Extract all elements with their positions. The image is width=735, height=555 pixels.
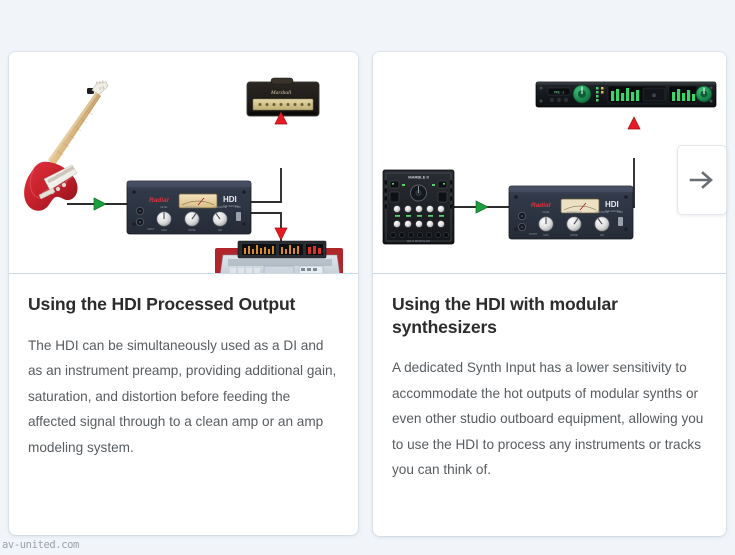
svg-text:DRIVE: DRIVE [570, 234, 578, 237]
guitar-amp-head-icon: Marshall [246, 77, 320, 117]
green-arrow-marker [93, 197, 107, 211]
card-description: The HDI can be simultaneously used as a … [28, 337, 337, 455]
card-title: Using the HDI with modular synthesizers [392, 294, 618, 337]
svg-text:PRESENCE: PRESENCE [213, 206, 227, 209]
svg-text:ES-9 MODULAR: ES-9 MODULAR [407, 239, 430, 243]
svg-text:GAIN: GAIN [543, 234, 549, 237]
svg-text:GAIN: GAIN [161, 229, 167, 232]
hdi-preamp-icon: Radial HDI high definition [126, 180, 252, 235]
svg-text:Radial: Radial [531, 202, 551, 209]
svg-text:LEVEL: LEVEL [542, 211, 550, 214]
svg-text:SATURATION: SATURATION [566, 211, 581, 214]
digital-mixing-console-icon [215, 240, 343, 273]
electric-guitar-icon [24, 80, 109, 211]
arrow-right-icon [689, 171, 713, 189]
carousel-next-button[interactable] [677, 145, 727, 215]
modular-synthesizer-icon: MARBLE II [382, 169, 455, 245]
signal-flow-diagram: MARBLE II [382, 81, 717, 245]
svg-text:HDI: HDI [605, 200, 619, 209]
svg-text:AIR: AIR [600, 234, 604, 237]
svg-text:Marshall: Marshall [270, 90, 292, 96]
svg-text:PRESENCE: PRESENCE [595, 211, 609, 214]
svg-text:PWR: PWR [617, 211, 623, 214]
svg-text:PRE-1: PRE-1 [554, 90, 564, 94]
control-knobs [156, 211, 228, 227]
card-description: A dedicated Synth Input has a lower sens… [392, 360, 704, 477]
synth-knob-row-2 [393, 220, 445, 228]
card-text-block: Using the HDI Processed Output The HDI c… [9, 273, 358, 535]
red-arrow-up-marker [274, 111, 288, 125]
led-meter-right [672, 89, 696, 101]
svg-text:INPUT: INPUT [147, 228, 155, 231]
card-diagram-modular-setup: MARBLE II [373, 52, 726, 274]
svg-text:LEVEL: LEVEL [160, 206, 168, 209]
card-text-block: Using the HDI with modular synthesizers … [373, 273, 726, 536]
svg-text:high definition: high definition [605, 209, 622, 213]
svg-text:DRIVE: DRIVE [188, 229, 196, 232]
svg-text:SYNTH: SYNTH [529, 233, 537, 236]
console-controls [228, 259, 332, 273]
application-card[interactable]: Marshall Radial HDI [9, 52, 358, 535]
svg-text:AIR: AIR [218, 229, 222, 232]
site-watermark: av-united.com [2, 539, 79, 551]
svg-text:SATURATION: SATURATION [184, 206, 199, 209]
svg-text:PWR: PWR [235, 206, 241, 209]
synth-knob-row-1 [393, 205, 445, 213]
svg-text:high definition: high definition [223, 204, 240, 208]
card-diagram-guitar-setup: Marshall Radial HDI [9, 52, 358, 274]
svg-text:HDI: HDI [223, 195, 237, 204]
led-meter-left [611, 88, 640, 101]
hdi-preamp-icon: Radial HDI high definition [508, 185, 634, 240]
red-arrow-down-marker [274, 227, 288, 241]
application-card[interactable]: MARBLE II [373, 52, 726, 536]
svg-text:Radial: Radial [149, 197, 169, 204]
green-arrow-marker [475, 200, 489, 214]
control-knobs [538, 216, 610, 232]
svg-text:◎: ◎ [652, 93, 657, 98]
meter-bridge [242, 244, 323, 255]
red-arrow-up-marker [627, 116, 641, 130]
cable-hdi-to-amp [249, 168, 282, 203]
rack-audio-interface-icon: PRE-1 [535, 81, 717, 108]
svg-text:MARBLE II: MARBLE II [408, 175, 428, 180]
signal-flow-diagram: Marshall Radial HDI [24, 77, 343, 273]
card-title: Using the HDI Processed Output [28, 294, 296, 314]
